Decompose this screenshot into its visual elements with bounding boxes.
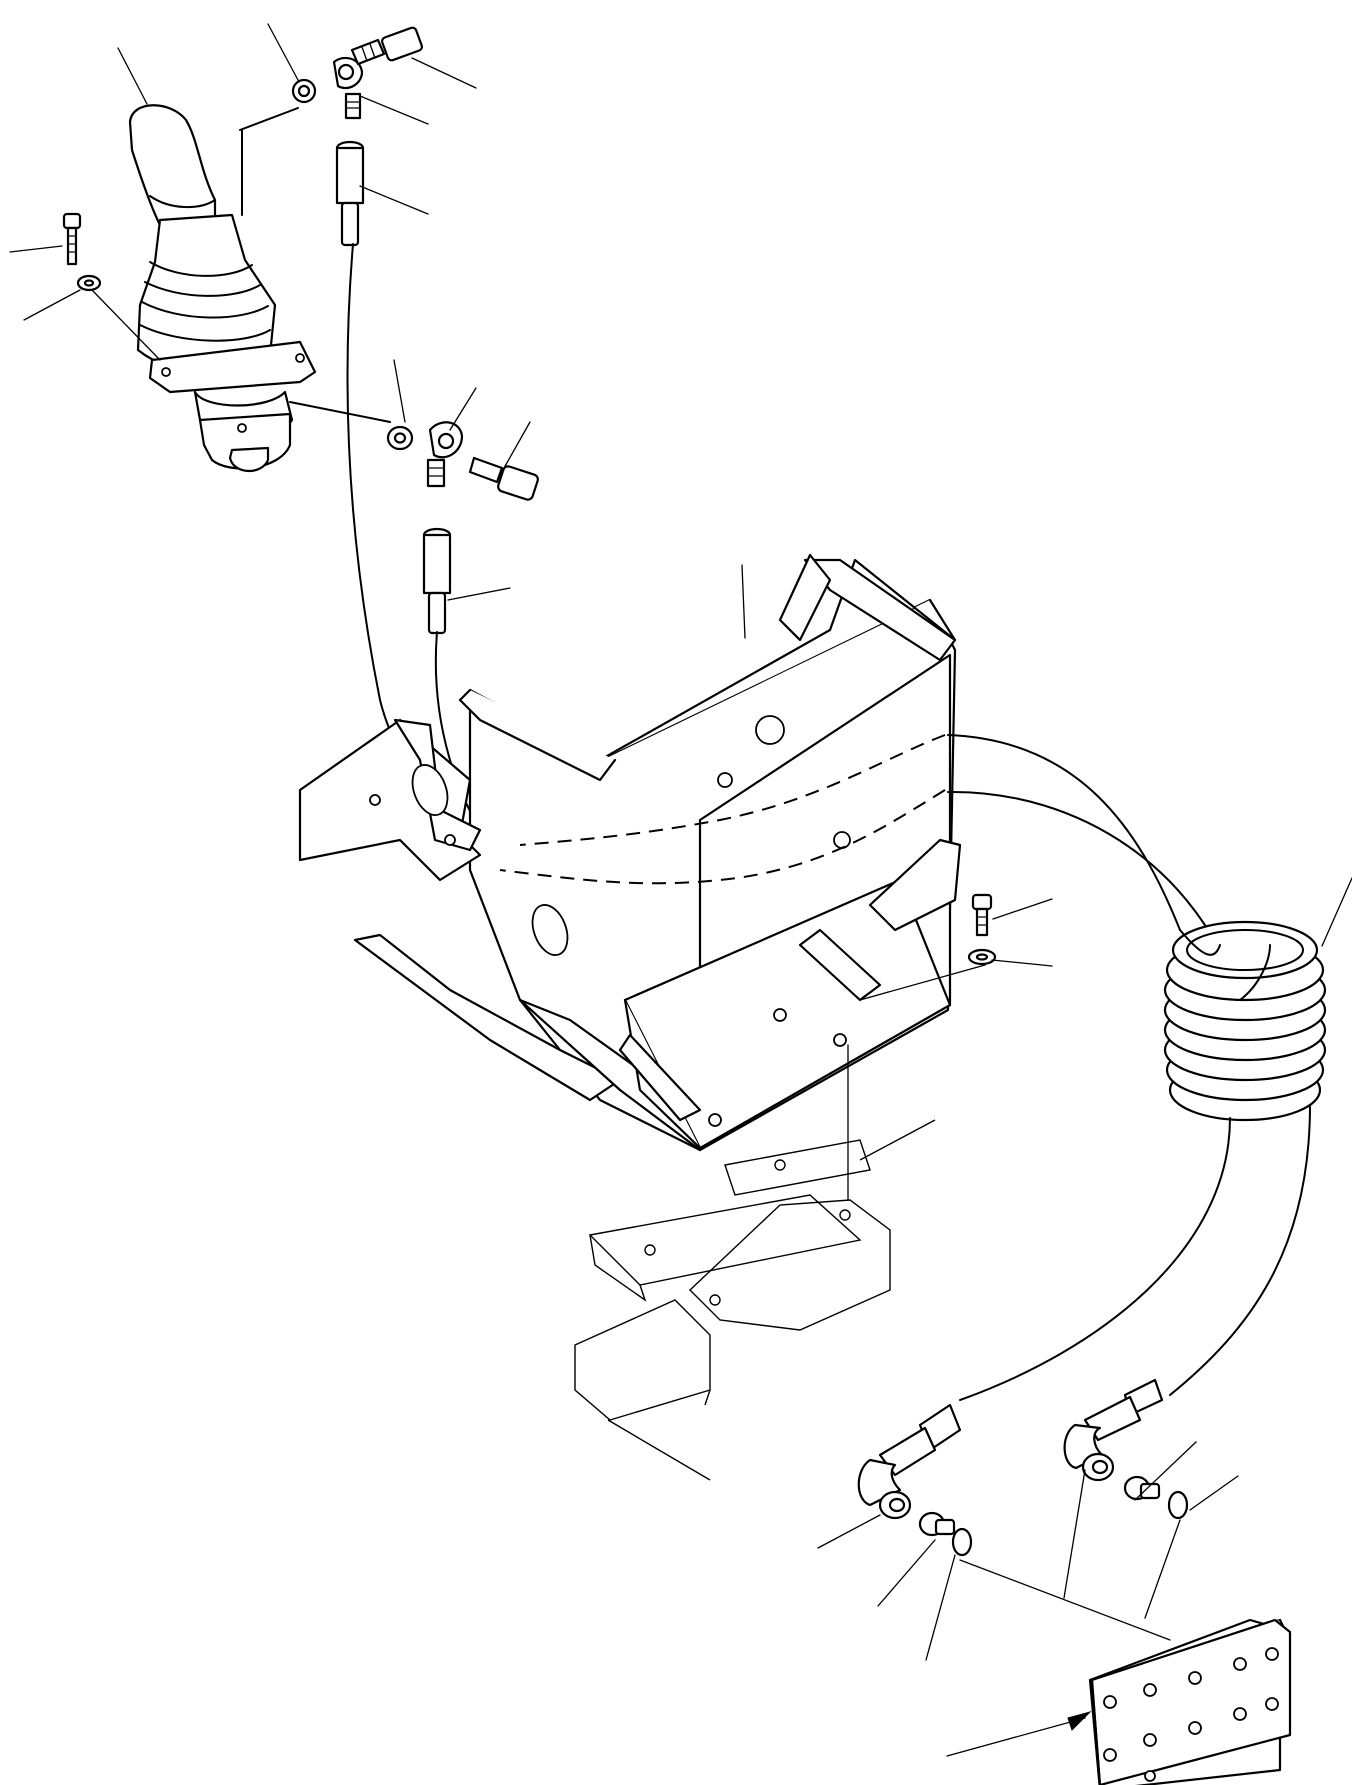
control-console-bracket [298,553,962,1152]
lower-hose-end [422,527,501,861]
lower-banjo-fitting [289,401,539,501]
callout-leaders [9,23,1352,1757]
joystick-assembly [128,104,317,473]
left-elbow-fitting [857,1403,973,1557]
upper-banjo-fitting [291,26,423,120]
floor-plate-outline [574,1119,936,1481]
joystick-mounting-screw [62,212,161,361]
right-elbow-fitting [1063,1378,1189,1520]
hose-coil [947,734,1327,1401]
valve-block [959,1519,1292,1785]
